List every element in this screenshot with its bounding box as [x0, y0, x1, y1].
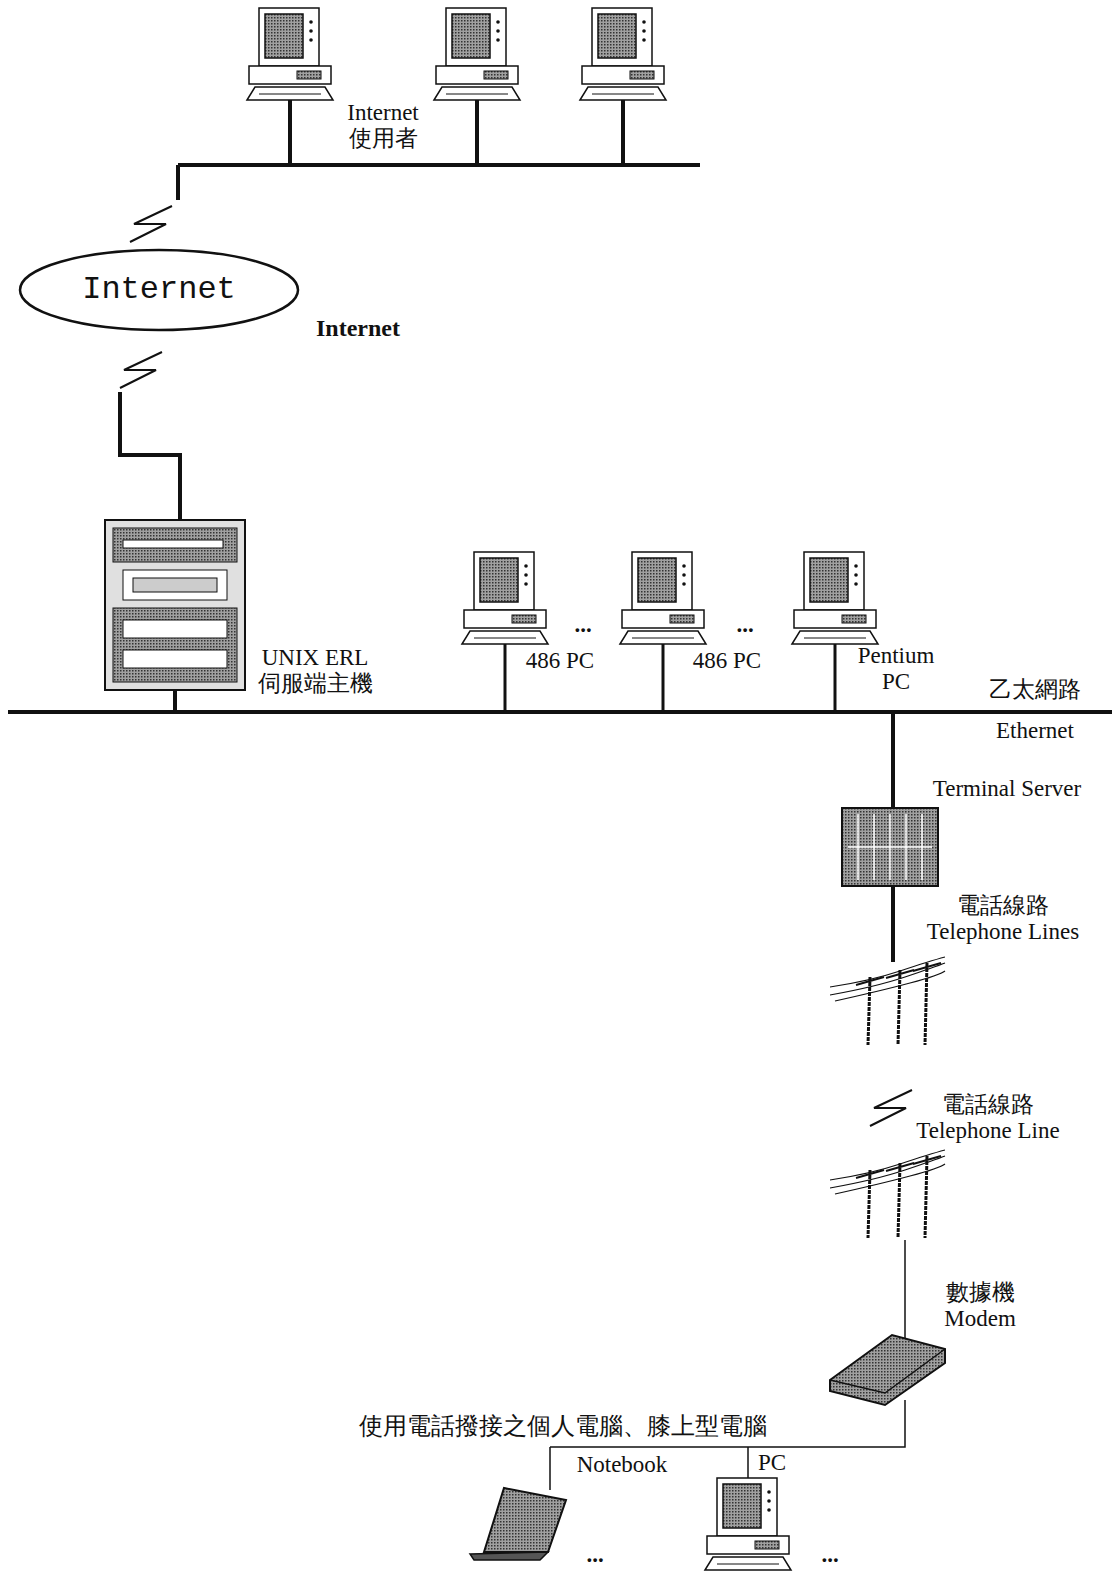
ellipsis: ...	[736, 612, 753, 638]
device-label: Pentium PC	[851, 643, 941, 696]
wire	[176, 165, 180, 200]
network-label: Internet	[316, 315, 400, 343]
notebook-icon	[470, 1488, 566, 1560]
drop-line	[475, 100, 479, 165]
line-label: 電話線路 Telephone Line	[908, 1092, 1068, 1145]
drop-line	[504, 644, 507, 712]
pc-icon	[462, 552, 548, 644]
network-label: Ethernet	[996, 718, 1074, 744]
drop-line	[173, 690, 177, 712]
pc-icon	[247, 8, 333, 100]
network-label: 乙太網路	[989, 677, 1081, 703]
lightning-symbol	[130, 206, 172, 242]
network-ellipse: Internet	[18, 248, 300, 332]
pc-icon	[434, 8, 520, 100]
telephone-poles	[830, 957, 945, 1045]
node-text: Internet	[82, 272, 236, 309]
terminal-server-icon	[842, 808, 938, 886]
drop-line	[549, 1447, 551, 1490]
telephone-poles	[830, 1150, 945, 1238]
lightning-symbol	[120, 352, 162, 388]
pc-icon	[792, 552, 878, 644]
device-label: 486 PC	[526, 648, 594, 674]
device-label: 數據機 Modem	[930, 1280, 1030, 1333]
device-label: UNIX ERL 伺服端主機	[253, 645, 378, 698]
lightning-symbol	[870, 1090, 912, 1126]
ellipsis: ...	[821, 1542, 838, 1568]
wire	[904, 1240, 906, 1345]
group-label: Internet 使用者	[341, 100, 426, 153]
drop-line	[747, 1447, 749, 1478]
pc-icon	[580, 8, 666, 100]
drop-line	[662, 644, 665, 712]
device-label: Notebook	[577, 1452, 668, 1478]
group-label: 使用電話撥接之個人電腦、膝上型電腦	[359, 1413, 767, 1441]
wire	[891, 712, 895, 808]
device-label: Terminal Server	[933, 776, 1081, 802]
device-label: 486 PC	[693, 648, 761, 674]
pc-icon	[705, 1478, 791, 1570]
modem-icon	[830, 1335, 945, 1405]
ellipsis: ...	[574, 612, 591, 638]
ellipsis: ...	[586, 1542, 603, 1568]
drop-line	[288, 100, 292, 165]
wire	[120, 392, 180, 520]
drop-line	[621, 100, 625, 165]
server-icon	[105, 520, 245, 690]
line-label: 電話線路 Telephone Lines	[921, 893, 1086, 946]
device-label: PC	[758, 1450, 786, 1476]
pc-icon	[620, 552, 706, 644]
drop-line	[834, 644, 837, 712]
wire	[891, 886, 895, 962]
